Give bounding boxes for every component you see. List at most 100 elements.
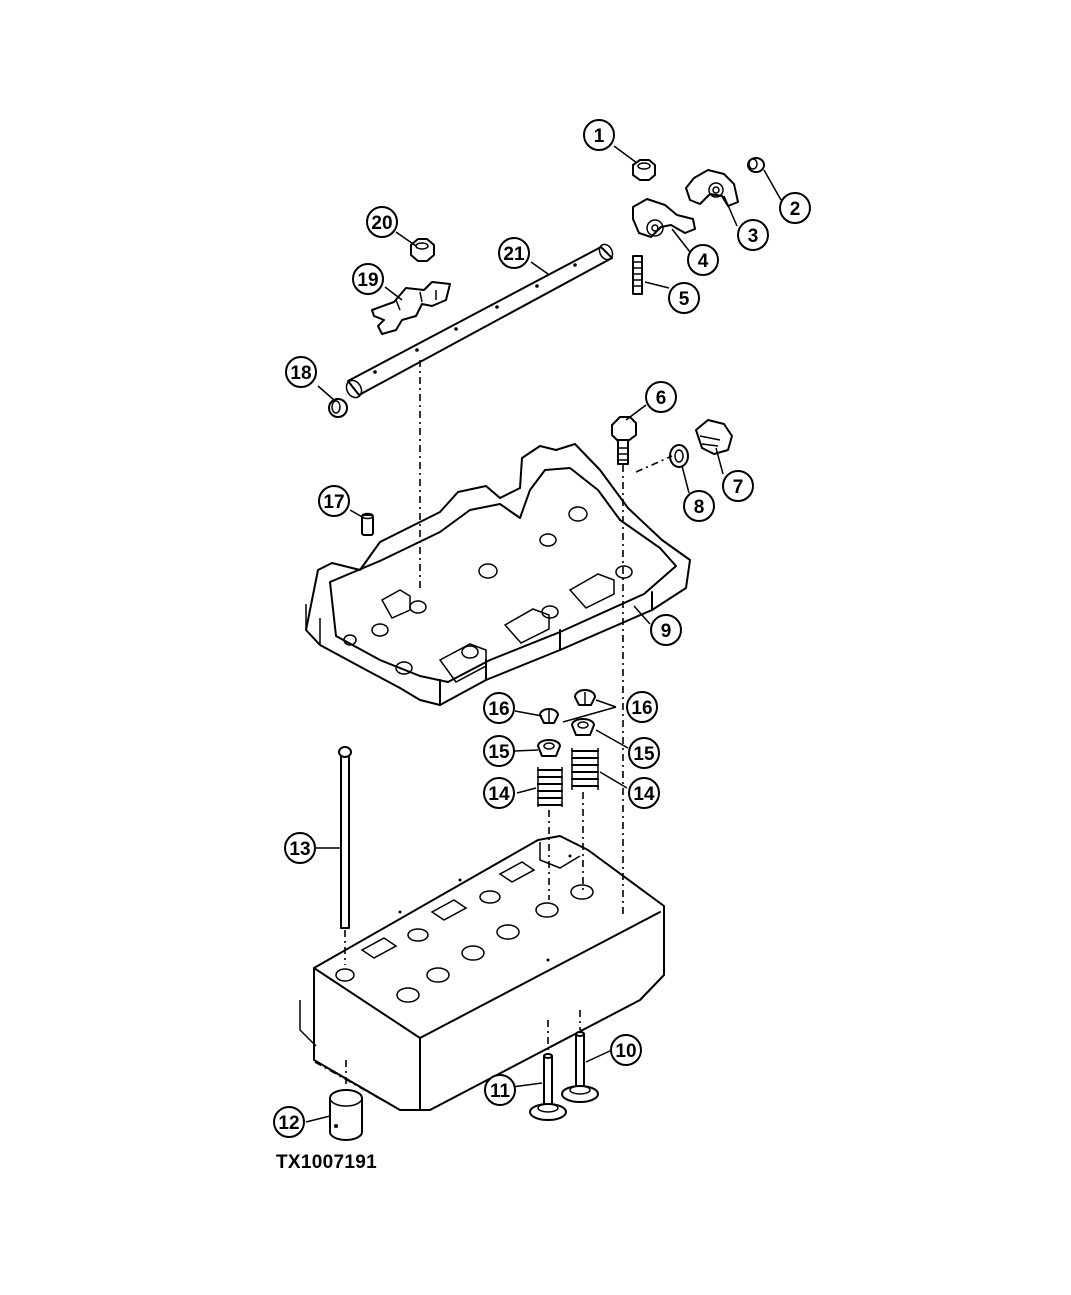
callout-4: 4	[687, 244, 719, 276]
callout-circle	[737, 219, 769, 251]
callout-circle	[483, 735, 515, 767]
callout-2: 2	[779, 192, 811, 224]
part-plug-7	[695, 419, 733, 455]
callout-circle	[483, 777, 515, 809]
callout-label: 6	[656, 388, 667, 409]
callout-circle	[628, 737, 660, 769]
part-plug-2	[747, 157, 765, 173]
callout-circle	[722, 470, 754, 502]
callout-circle	[628, 777, 660, 809]
part-nut-1	[632, 159, 656, 181]
callout-15: 15	[483, 735, 515, 767]
part-follower-12	[329, 1089, 363, 1141]
callout-circle	[284, 832, 316, 864]
alignment-lines	[314, 360, 673, 1111]
part-rocker-arm-3	[685, 169, 739, 207]
part-bracket-19	[371, 281, 451, 335]
callout-3: 3	[737, 219, 769, 251]
part-carrier-housing-9	[305, 443, 691, 706]
callout-circle	[779, 192, 811, 224]
callout-1: 1	[583, 119, 615, 151]
callout-label: 4	[698, 251, 709, 272]
callout-11: 11	[484, 1074, 516, 1106]
part-keepers-16b	[574, 689, 596, 706]
part-valve-11	[529, 1053, 567, 1121]
callout-16: 16	[483, 692, 515, 724]
callout-circle	[483, 692, 515, 724]
figure-id: TX1007191	[276, 1152, 377, 1173]
callout-label: 10	[615, 1041, 636, 1062]
callout-8: 8	[683, 490, 715, 522]
callout-21: 21	[498, 237, 530, 269]
callout-label: 14	[488, 784, 510, 805]
part-cap-screw-6	[611, 416, 637, 465]
callout-label: 11	[490, 1081, 511, 1102]
part-push-rod-13	[338, 746, 352, 929]
part-spring-14b	[571, 748, 599, 790]
part-rocker-arm-4	[632, 198, 696, 238]
callout-9: 9	[650, 614, 682, 646]
callout-label: 20	[371, 213, 392, 234]
callout-label: 15	[633, 744, 655, 765]
callout-label: 13	[289, 839, 310, 860]
callout-label: 16	[488, 699, 509, 720]
part-rocker-shaft-21	[345, 243, 614, 399]
callout-label: 18	[290, 363, 311, 384]
callout-19: 19	[352, 263, 384, 295]
callout-label: 9	[661, 621, 672, 642]
callout-label: 1	[594, 126, 605, 147]
cylinder-head	[299, 835, 665, 1111]
callout-10: 10	[610, 1034, 642, 1066]
part-plug-18	[328, 398, 348, 418]
callout-circle	[650, 614, 682, 646]
callout-circle	[273, 1106, 305, 1138]
callout-circle	[318, 485, 350, 517]
callout-16: 16	[626, 691, 658, 723]
callout-circle	[668, 282, 700, 314]
callout-5: 5	[668, 282, 700, 314]
callout-12: 12	[273, 1106, 305, 1138]
callout-circle	[610, 1034, 642, 1066]
callout-label: 15	[488, 742, 510, 763]
callout-14: 14	[483, 777, 515, 809]
part-retainer-15b	[571, 718, 595, 736]
callout-7: 7	[722, 470, 754, 502]
callout-13: 13	[284, 832, 316, 864]
callout-6: 6	[645, 381, 677, 413]
callout-label: 7	[733, 477, 744, 498]
part-retainer-15a	[537, 739, 561, 757]
callout-20: 20	[366, 206, 398, 238]
callout-label: 14	[633, 784, 655, 805]
callout-circle	[687, 244, 719, 276]
part-spring-14a	[537, 767, 563, 807]
callout-18: 18	[285, 356, 317, 388]
callout-label: 12	[278, 1113, 299, 1134]
callout-label: 21	[503, 244, 525, 265]
callout-circle	[626, 691, 658, 723]
part-keepers-16a	[539, 708, 559, 724]
callout-circle	[645, 381, 677, 413]
callout-circle	[366, 206, 398, 238]
callout-label: 16	[631, 698, 652, 719]
callout-circle	[583, 119, 615, 151]
callout-circle	[683, 490, 715, 522]
leader-lines	[305, 145, 782, 1123]
callout-circle	[352, 263, 384, 295]
callout-circle	[498, 237, 530, 269]
part-dowel-17	[361, 512, 374, 536]
part-nut-20	[410, 238, 435, 262]
callout-label: 8	[694, 497, 705, 518]
callout-14: 14	[628, 777, 660, 809]
callout-15: 15	[628, 737, 660, 769]
part-washer-8	[669, 444, 689, 468]
callout-circle	[484, 1074, 516, 1106]
callout-circle	[285, 356, 317, 388]
callout-label: 17	[323, 492, 344, 513]
part-valve-10	[561, 1031, 599, 1103]
part-stud-5	[632, 255, 643, 295]
callout-17: 17	[318, 485, 350, 517]
callout-label: 2	[790, 199, 801, 220]
callout-label: 19	[357, 270, 378, 291]
